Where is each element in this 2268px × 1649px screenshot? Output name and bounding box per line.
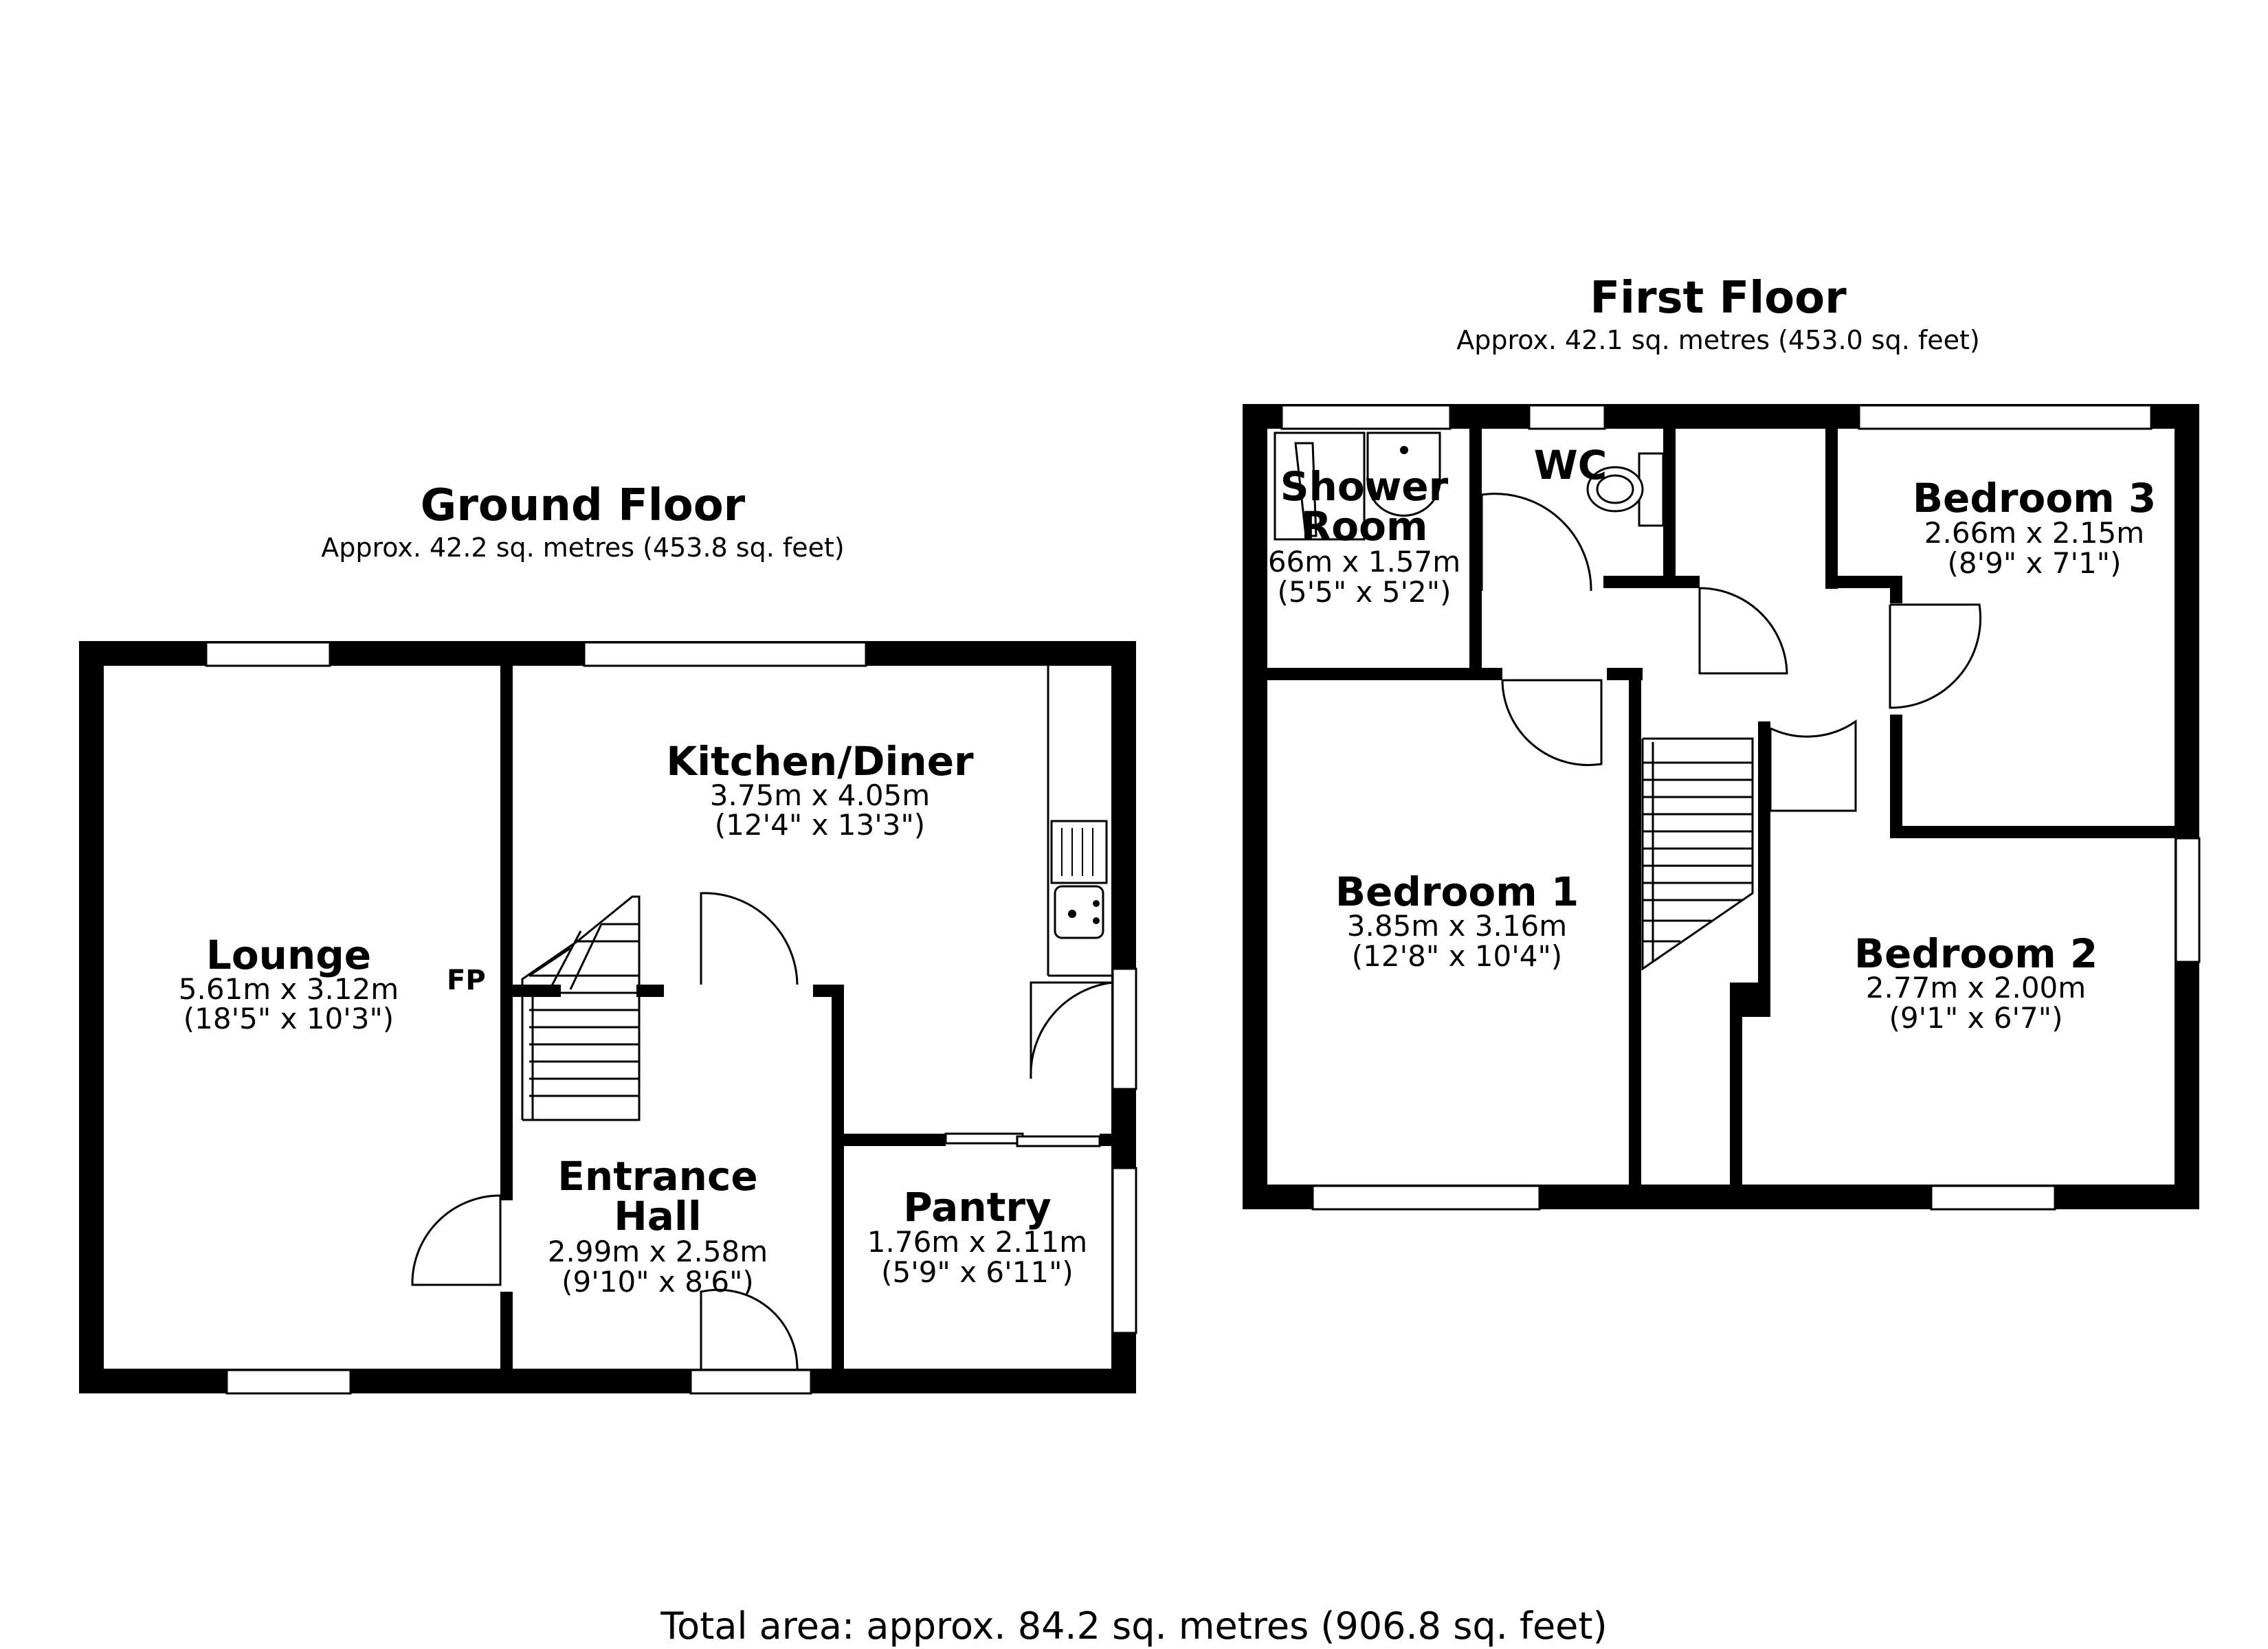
ground-floor-doors bbox=[411, 892, 1137, 1395]
room-dimensions-imperial: (12'8" x 10'4") bbox=[1352, 939, 1562, 973]
back-door-swing bbox=[1030, 981, 1113, 1079]
kitchen-fixtures bbox=[1047, 666, 1111, 977]
room-dimensions-imperial: (8'9" x 7'1") bbox=[1948, 546, 2122, 580]
kitchen-drainer bbox=[1050, 820, 1108, 884]
shower-room-window bbox=[1280, 404, 1452, 430]
room-dimensions-metric: 3.85m x 3.16m bbox=[1347, 909, 1567, 943]
pantry-window bbox=[1111, 1167, 1137, 1334]
room-name-line1: Entrance bbox=[557, 1153, 757, 1200]
room-name-line2: Hall bbox=[614, 1193, 701, 1239]
back-door-frame bbox=[1111, 967, 1137, 1090]
ground-floor-walls bbox=[79, 641, 1136, 1393]
room-dimensions-metric: 2.66m x 2.15m bbox=[1924, 516, 2144, 550]
closet-door bbox=[1698, 587, 1788, 675]
room-entrance-hall: Entrance Hall 2.99m x 2.58m (9'10" x 8'6… bbox=[548, 1153, 768, 1299]
fireplace-label: FP bbox=[447, 965, 486, 996]
room-name-line1: Shower bbox=[1280, 463, 1449, 510]
shower-tray bbox=[1274, 431, 1366, 541]
bedroom-2-side-window bbox=[2175, 837, 2201, 963]
wc-window bbox=[1528, 404, 1606, 430]
front-door-swing bbox=[700, 1288, 799, 1371]
room-name: WC bbox=[1534, 442, 1608, 489]
shower-head bbox=[1294, 442, 1318, 537]
room-name: Bedroom 3 bbox=[1913, 475, 2156, 521]
room-bedroom-1: Bedroom 1 3.85m x 3.16m (12'8" x 10'4") bbox=[1335, 868, 1579, 973]
total-area-caption: Total area: approx. 84.2 sq. metres (906… bbox=[660, 1604, 1607, 1648]
front-door-frame bbox=[689, 1369, 812, 1395]
ground-floor-plan: Ground Floor Approx. 42.2 sq. metres (45… bbox=[79, 480, 1137, 1395]
sink-plughole bbox=[1068, 910, 1076, 918]
room-dimensions-imperial: (5'5" x 5'2") bbox=[1278, 575, 1452, 609]
room-kitchen-diner: Kitchen/Diner 3.75m x 4.05m (12'4" x 13'… bbox=[666, 738, 974, 842]
room-dimensions-imperial: (12'4" x 13'3") bbox=[715, 808, 925, 842]
ground-floor-title: Ground Floor bbox=[421, 480, 746, 531]
ground-floor-area: Approx. 42.2 sq. metres (453.8 sq. feet) bbox=[321, 532, 844, 563]
first-floor-stairs bbox=[1641, 737, 1754, 971]
lounge-rear-window bbox=[205, 641, 331, 667]
room-dimensions-metric: 2.99m x 2.58m bbox=[548, 1235, 768, 1268]
kitchen-window bbox=[583, 641, 867, 667]
shower-room-basin bbox=[1366, 431, 1441, 517]
room-pantry: Pantry 1.76m x 2.11m (5'9" x 6'11") bbox=[867, 1184, 1087, 1289]
room-dimensions-metric: 1.76m x 2.11m bbox=[867, 1225, 1087, 1259]
room-name: Pantry bbox=[903, 1184, 1052, 1231]
wc-door bbox=[1480, 493, 1592, 592]
first-floor-plan: First Floor Approx. 42.1 sq. metres (453… bbox=[1243, 273, 2201, 1211]
bedroom-3-window bbox=[1858, 404, 2153, 430]
kitchen-sink bbox=[1054, 885, 1104, 939]
room-lounge: Lounge 5.61m x 3.12m (18'5" x 10'3") bbox=[179, 932, 399, 1035]
shower-room-fixtures bbox=[1274, 431, 1441, 541]
room-dimensions-metric: 66m x 1.57m bbox=[1268, 545, 1460, 579]
hall-kitchen-door bbox=[700, 892, 799, 985]
bedroom-1-door bbox=[1501, 679, 1603, 766]
first-floor-area: Approx. 42.1 sq. metres (453.0 sq. feet) bbox=[1456, 325, 1979, 355]
room-dimensions-imperial: (18'5" x 10'3") bbox=[184, 1002, 394, 1035]
ground-floor-stairs bbox=[521, 895, 641, 1121]
room-name-line2: Room bbox=[1301, 503, 1428, 550]
lounge-door bbox=[411, 1194, 502, 1286]
room-dimensions-metric: 2.77m x 2.00m bbox=[1866, 971, 2086, 1005]
room-dimensions-imperial: (9'1" x 6'7") bbox=[1889, 1001, 2063, 1035]
room-shower-room: Shower Room 66m x 1.57m (5'5" x 5'2") bbox=[1268, 463, 1460, 609]
bedroom-1-window bbox=[1311, 1185, 1541, 1211]
bedroom-2-door bbox=[1769, 719, 1857, 812]
first-floor-windows bbox=[1280, 404, 2201, 1211]
room-dimensions-imperial: (9'10" x 8'6") bbox=[562, 1265, 754, 1299]
room-bedroom-2: Bedroom 2 2.77m x 2.00m (9'1" x 6'7") bbox=[1854, 930, 2098, 1035]
room-dimensions-imperial: (5'9" x 6'11") bbox=[881, 1255, 1074, 1289]
room-name: Kitchen/Diner bbox=[666, 738, 974, 785]
room-bedroom-3: Bedroom 3 2.66m x 2.15m (8'9" x 7'1") bbox=[1913, 475, 2156, 580]
bedroom-3-door bbox=[1889, 603, 1982, 709]
ground-floor-windows bbox=[205, 641, 1137, 1395]
room-dimensions-metric: 3.75m x 4.05m bbox=[710, 778, 930, 812]
pantry-door-panel-b bbox=[1016, 1135, 1101, 1147]
room-name: Bedroom 2 bbox=[1854, 930, 2098, 977]
room-name: Bedroom 1 bbox=[1335, 868, 1579, 915]
room-name: Lounge bbox=[206, 932, 371, 978]
wc-fixtures bbox=[1586, 452, 1665, 527]
bedroom-2-window bbox=[1930, 1185, 2056, 1211]
lounge-front-window bbox=[225, 1369, 352, 1395]
pantry-door-panel-a bbox=[944, 1132, 1024, 1145]
room-wc: WC bbox=[1534, 442, 1608, 489]
first-floor-doors bbox=[1480, 493, 1982, 812]
first-floor-title: First Floor bbox=[1590, 273, 1847, 324]
room-dimensions-metric: 5.61m x 3.12m bbox=[179, 972, 399, 1006]
